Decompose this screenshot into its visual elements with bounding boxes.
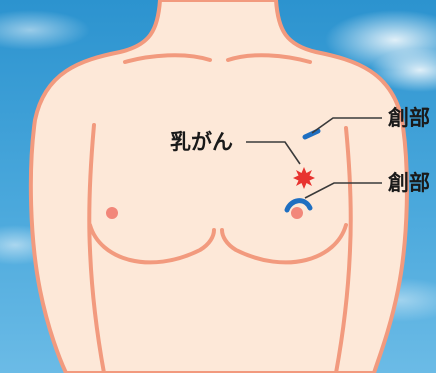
left-nipple xyxy=(106,207,118,219)
tumor-icon xyxy=(293,167,315,189)
right-nipple xyxy=(291,207,303,219)
incision-lower-label: 創部 xyxy=(388,171,430,195)
incision-upper-label: 創部 xyxy=(388,106,430,130)
tumor-label: 乳がん xyxy=(170,130,233,154)
